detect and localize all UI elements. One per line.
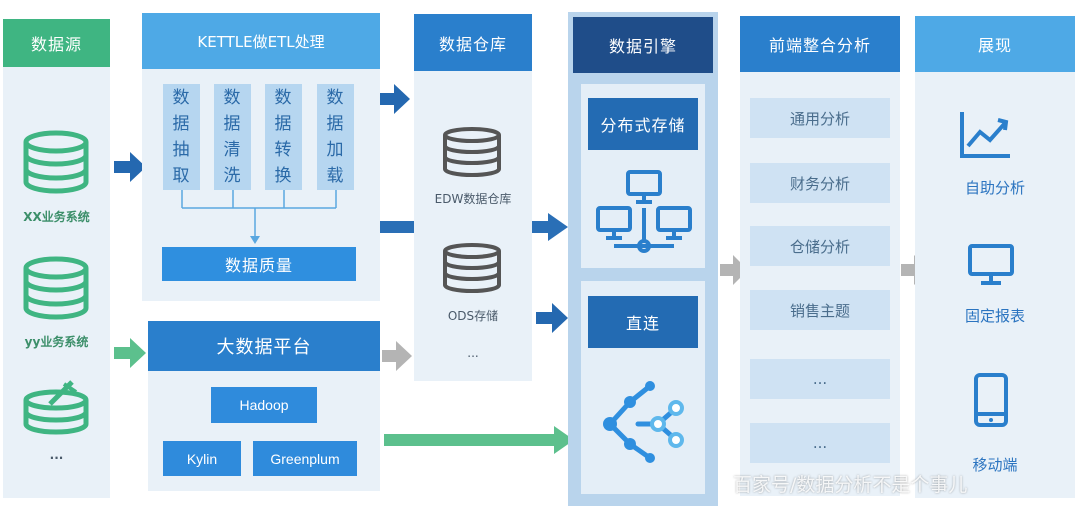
arrow-icon [380,84,410,114]
analysis-item-finance: 财务分析 [750,163,890,203]
database-icon [443,243,501,293]
arrow-icon [382,341,412,371]
etl-step-load: 数据加载 [317,84,354,190]
etl-step-transform: 数据转换 [265,84,302,190]
analysis-item-more-1: ... [750,359,890,399]
warehouse-panel [414,14,532,381]
etl-header: KETTLE做ETL处理 [142,13,380,69]
engine-header: 数据引擎 [573,17,713,73]
frontend-header: 前端整合分析 [740,16,900,72]
arrow-icon [114,152,146,182]
analysis-item-sales: 销售主题 [750,290,890,330]
database-icon [23,130,89,194]
arrow-icon [114,338,146,368]
line-chart-icon [960,112,1010,158]
analysis-item-storage: 仓储分析 [750,226,890,266]
analysis-item-general: 通用分析 [750,98,890,138]
display-self-service: 自助分析 [964,179,1025,197]
engine-direct-connect: 直连 [588,296,698,348]
display-fixed-report: 固定报表 [964,307,1025,325]
etl-step-clean: 数据清洗 [214,84,251,190]
display-header: 展现 [915,16,1075,72]
warehouse-header: 数据仓库 [414,14,532,71]
database-edit-icon [23,380,89,435]
display-mobile: 移动端 [972,456,1018,474]
node-graph-icon [603,381,684,463]
display-panel [915,16,1075,498]
analysis-item-more-2: ... [750,423,890,463]
database-icon [443,127,501,177]
data-quality-box: 数据质量 [162,247,356,281]
warehouse-more: ... [467,346,479,360]
arrow-icon [536,303,568,333]
mobile-icon [974,373,1008,427]
bigdata-kylin: Kylin [163,441,241,476]
monitor-icon [968,244,1014,285]
watermark: 百家号/数据分析不是个事儿 [733,474,968,496]
database-icon [23,256,89,320]
etl-connector [181,190,337,244]
engine-distributed-storage: 分布式存储 [588,98,698,150]
bigdata-greenplum: Greenplum [253,441,357,476]
source-header: 数据源 [3,19,110,67]
source-label-xx: XX业务系统 [23,210,90,224]
warehouse-edw: EDW数据仓库 [434,192,512,206]
etl-step-extract: 数据抽取 [163,84,200,190]
long-arrow-icon [384,426,574,454]
source-label-more: ... [49,448,64,462]
arrow-icon [720,255,748,285]
source-label-yy: yy业务系统 [24,335,89,349]
network-computers-icon [596,170,692,253]
bigdata-header: 大数据平台 [148,321,380,371]
bigdata-hadoop: Hadoop [211,387,317,423]
warehouse-ods: ODS存储 [447,309,499,323]
